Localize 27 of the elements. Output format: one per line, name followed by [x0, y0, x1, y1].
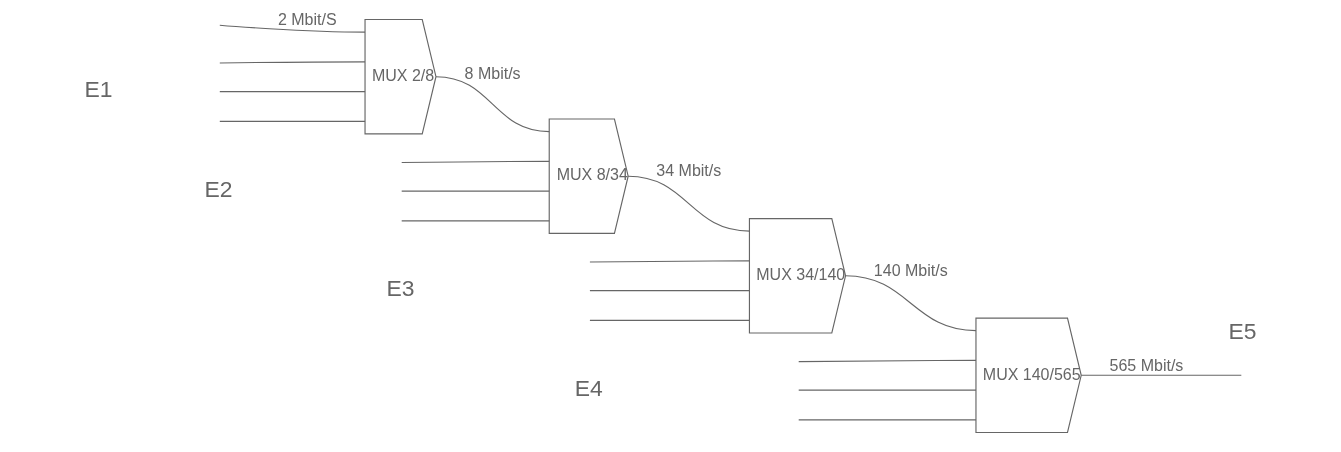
- connector: [1080, 374, 1242, 376]
- label: E5: [1228, 317, 1257, 344]
- edge-label: 565 Mbit/s: [1109, 356, 1184, 374]
- label: E3: [386, 275, 415, 302]
- connector: [798, 389, 977, 391]
- label: E4: [574, 374, 603, 401]
- edge-label: 34 Mbit/s: [656, 162, 722, 180]
- connector: [219, 91, 366, 93]
- connector: [844, 275, 977, 332]
- connector: [435, 76, 550, 133]
- connector: [401, 220, 550, 222]
- edge-label: 140 Mbit/s: [873, 262, 948, 279]
- connector: [589, 290, 750, 292]
- label: E1: [84, 76, 113, 103]
- connector: [219, 24, 366, 33]
- connector: [589, 319, 750, 321]
- connector: [798, 359, 977, 363]
- label: E2: [204, 175, 233, 202]
- connector: [219, 61, 366, 64]
- connector: [798, 419, 977, 421]
- connector: [401, 190, 550, 192]
- connector: [589, 260, 750, 263]
- edge-label: 8 Mbit/s: [464, 65, 521, 83]
- connector: [401, 160, 550, 164]
- edge-label: 2 Mbit/S: [277, 11, 337, 29]
- connector: [219, 120, 366, 122]
- connector: [627, 175, 750, 232]
